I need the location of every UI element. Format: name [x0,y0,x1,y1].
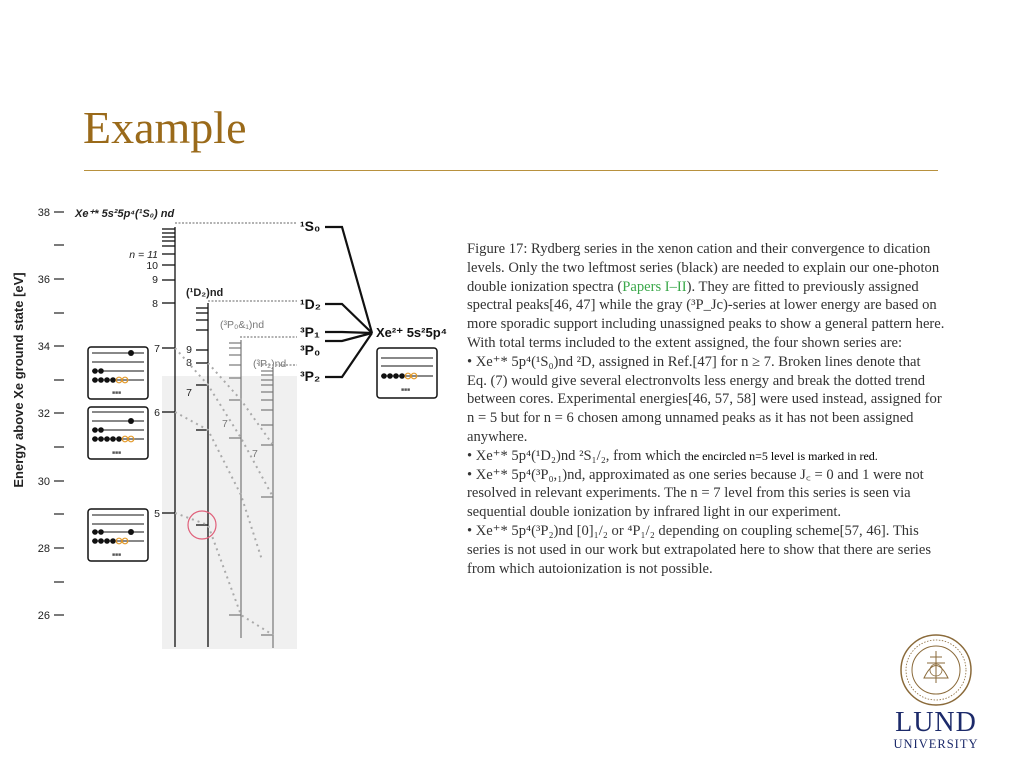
y-axis: 38 36 34 32 30 28 26 [38,207,64,622]
dication-config-dots: ■■■ [401,387,410,393]
rydberg-energy-diagram: Energy above Xe ground state [eV] 38 36 … [11,207,447,649]
caption-line: levels. Only the two leftmost series (bl… [467,259,940,276]
caption-text: ). They are fitted to previously assigne… [686,278,919,295]
caption-line: more sporadic support including unassign… [467,316,945,333]
logo-wordmark: LUND [895,707,977,738]
level-label-d8: 8 [186,357,192,369]
logo-subtitle: UNIVERSITY [893,737,979,751]
caption-text: • Xe⁺* 5p⁴(¹D₂)nd ²S₁/₂, from which [467,447,681,464]
trend-lines [174,347,274,636]
caption-line: from which autoionization is not possibl… [467,560,713,577]
y-axis-label: Energy above Xe ground state [eV] [11,272,26,487]
series-3p01 [229,340,242,638]
y-tick-label-38: 38 [38,207,50,219]
level-label-n7: 7 [154,343,160,355]
caption-text: double ionization spectra ( [467,278,623,295]
series-label-1d2: (¹D₂)nd [186,287,223,299]
level-label-n9: 9 [152,274,158,286]
config-box-n7: ■■■ [87,346,149,400]
y-tick-label-28: 28 [38,543,50,555]
shaded-region [162,376,297,649]
series-label-1s0: Xe⁺* 5s²5p⁴(¹S₀) nd [74,208,174,220]
series-1s0-level-labels: n = 11 10 9 8 7 6 5 [129,249,160,520]
caption-line: Eq. (7) would give several electronvolts… [467,372,926,389]
university-seal-icon [900,634,972,706]
caption-line: series is not used in our work but extra… [467,541,932,558]
caption-line: anywhere. [467,428,528,445]
y-tick-label-30: 30 [38,476,50,488]
series-1s0 [162,227,176,647]
series-thresholds [175,222,297,366]
dication-label: Xe²⁺ 5s²5p⁴ [376,325,447,340]
level-label-n10: 10 [146,260,158,272]
y-tick-label-26: 26 [38,610,50,622]
series-1d2 [196,303,209,647]
cation-3p0-label: ³P₀ [300,342,320,358]
cation-1s0-label: ¹S₀ [300,218,320,234]
level-label-d9: 9 [186,344,192,356]
config-n5-dots: ■■■ [112,552,121,558]
caption-line: between cores. Experimental energies[46,… [467,391,942,408]
series-1d2-level-labels: 9 8 7 [186,344,192,399]
y-tick-label-36: 36 [38,274,50,286]
caption-line: Figure 17: Rydberg series in the xenon c… [467,241,931,257]
config-n6-dots: ■■■ [112,450,121,456]
caption-line: With total terms included to the extent … [467,334,903,351]
level-label-d7: 7 [186,387,192,399]
caption-line: • Xe⁺* 5p⁴(¹S₀)nd ²D, assigned in Ref.[4… [467,353,921,370]
papers-link[interactable]: Papers I–II [622,278,687,295]
series-label-3p01: (³P₀&₁)nd [220,319,264,331]
cation-states: ¹S₀ ¹D₂ ³P₁ ³P₀ ³P₂ [300,218,321,384]
y-tick-label-32: 32 [38,408,50,420]
title-divider [84,170,938,171]
config-box-n6: ■■■ [87,406,149,460]
cation-1d2-label: ¹D₂ [300,296,321,312]
caption-line: n = 5 but for n = 6 chosen among unnamed… [467,410,914,427]
config-n7-dots: ■■■ [112,390,121,396]
level-label-n11: n = 11 [129,249,158,261]
cation-3p2-label: ³P₂ [300,368,320,384]
level-label-q7: 7 [252,448,258,460]
level-label-n5: 5 [154,508,160,520]
cation-3p1-label: ³P₁ [300,324,320,340]
dication-config-box: ■■■ [376,347,438,399]
encircled-note: the encircled n=5 level is marked in red… [684,448,878,463]
series-3p2 [261,367,274,648]
caption-line: spectral peaks[46, 47] while the gray (³… [467,297,937,314]
level-label-n6: 6 [154,407,160,419]
caption-line: resolved in relevant experiments. The n … [467,485,911,502]
caption-line: double ionization spectra (Papers I–II).… [467,278,1019,297]
slide-title: Example [83,102,247,153]
caption-line: sequential double ionization by infrared… [467,504,842,521]
dication-connectors [325,225,374,379]
caption-line: • Xe⁺* 5p⁴(³P₂)nd [0]₁/₂ or ⁴P₁/₂ depend… [467,522,919,539]
y-tick-label-34: 34 [38,341,50,353]
lund-university-logo: LUND UNIVERSITY [893,633,979,752]
n5-highlight-circle [187,510,217,540]
caption-line: • Xe⁺* 5p⁴(¹D₂)nd ²S₁/₂, from which the … [467,447,1019,466]
level-label-n8: 8 [152,298,158,310]
caption-line: • Xe⁺* 5p⁴(³P₀,₁)nd, approximated as one… [467,466,924,483]
level-label-p7: 7 [222,418,228,430]
figure-caption: Figure 17: Rydberg series in the xenon c… [467,240,1019,578]
series-label-3p2: (³P₂)nd [253,358,286,370]
config-box-n5: ■■■ [87,508,149,562]
